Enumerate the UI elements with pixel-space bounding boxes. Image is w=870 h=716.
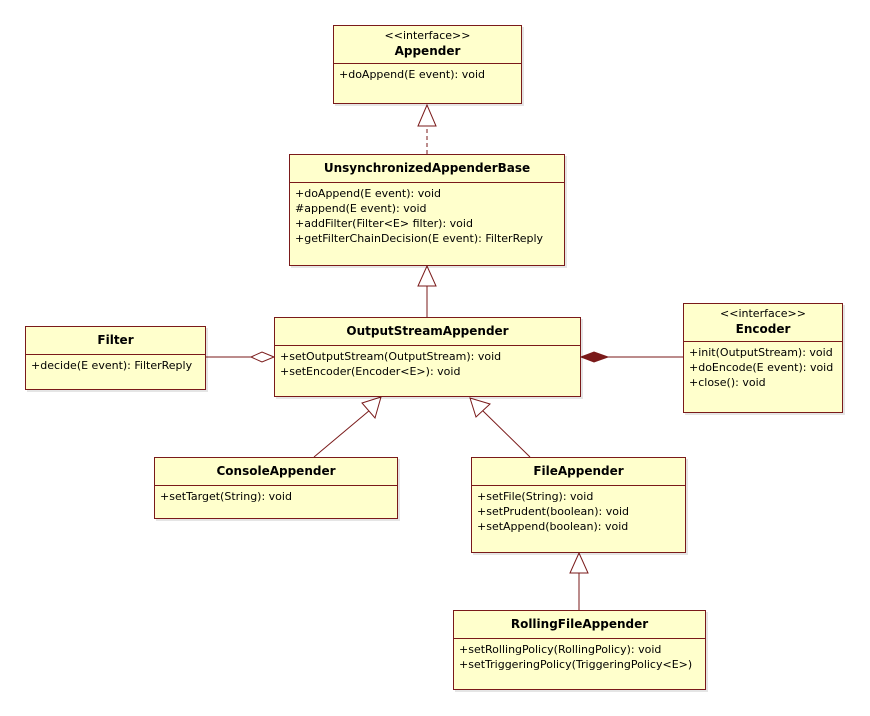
operation: +setTriggeringPolicy(TriggeringPolicy<E>… [459,658,693,671]
class-console-appender[interactable]: ConsoleAppender +setTarget(String): void [154,457,398,519]
composition-diamond [579,351,610,363]
operation: +setPrudent(boolean): void [477,505,630,518]
generalization-arrowhead-file [469,397,491,418]
class-operations: +doAppend(E event): void [334,64,521,85]
class-name: Appender [394,44,461,58]
class-name: UnsynchronizedAppenderBase [323,161,531,175]
operation: +doAppend(E event): void [295,187,441,200]
class-rolling-file-appender[interactable]: RollingFileAppender +setRollingPolicy(Ro… [453,610,706,690]
class-name: RollingFileAppender [510,617,649,631]
operation: #append(E event): void [295,202,427,215]
class-operations: +setTarget(String): void [155,486,397,507]
operation: +setOutputStream(OutputStream): void [280,350,502,363]
stereotype-label: <<interface>> [384,29,471,42]
class-encoder[interactable]: <<interface>> Encoder +init(OutputStream… [683,303,843,413]
class-name: OutputStreamAppender [346,324,509,338]
class-name: Filter [97,333,134,347]
class-operations: +decide(E event): FilterReply [26,355,205,376]
class-name: ConsoleAppender [216,464,336,478]
generalization-arrowhead-rolling [569,551,589,574]
operation: +setRollingPolicy(RollingPolicy): void [459,643,662,656]
class-file-appender[interactable]: FileAppender +setFile(String): void +set… [471,457,686,553]
operation: +setAppend(boolean): void [477,520,629,533]
operation: +init(OutputStream): void [689,346,833,359]
class-encoder-header: <<interface>> Encoder [684,304,842,342]
operation: +getFilterChainDecision(E event): Filter… [295,232,544,245]
class-appender-header: <<interface>> Appender [334,26,521,64]
operation: +doAppend(E event): void [339,68,485,81]
operation: +setEncoder(Encoder<E>): void [280,365,461,378]
class-file-header: FileAppender [472,458,685,486]
class-filter[interactable]: Filter +decide(E event): FilterReply [25,326,206,390]
generalization-file-to-output [481,409,531,458]
class-unsynchronized-appender-base[interactable]: UnsynchronizedAppenderBase +doAppend(E e… [289,154,565,266]
realization-arrowhead [417,103,437,127]
generalization-console-to-output [313,409,371,458]
operation: +doEncode(E event): void [689,361,834,374]
operation: +close(): void [689,376,766,389]
generalization-arrowhead-console [361,396,382,420]
operation: +setTarget(String): void [160,490,292,503]
generalization-arrowhead-unsync [417,264,437,287]
operation: +addFilter(Filter<E> filter): void [295,217,473,230]
class-operations: +setFile(String): void +setPrudent(boole… [472,486,685,537]
operation: +decide(E event): FilterReply [31,359,193,372]
class-output-stream-appender[interactable]: OutputStreamAppender +setOutputStream(Ou… [274,317,581,397]
class-operations: +setRollingPolicy(RollingPolicy): void +… [454,639,705,675]
class-name: Encoder [735,322,791,336]
class-unsync-header: UnsynchronizedAppenderBase [290,155,564,183]
class-filter-header: Filter [26,327,205,355]
class-operations: +doAppend(E event): void #append(E event… [290,183,564,249]
class-rolling-header: RollingFileAppender [454,611,705,639]
stereotype-label: <<interface>> [720,307,806,320]
class-operations: +init(OutputStream): void +doEncode(E ev… [684,342,842,393]
operation: +setFile(String): void [477,490,594,503]
class-appender[interactable]: <<interface>> Appender +doAppend(E event… [333,25,522,104]
class-console-header: ConsoleAppender [155,458,397,486]
aggregation-diamond [249,351,276,363]
class-name: FileAppender [533,464,624,478]
class-output-header: OutputStreamAppender [275,318,580,346]
class-operations: +setOutputStream(OutputStream): void +se… [275,346,580,382]
